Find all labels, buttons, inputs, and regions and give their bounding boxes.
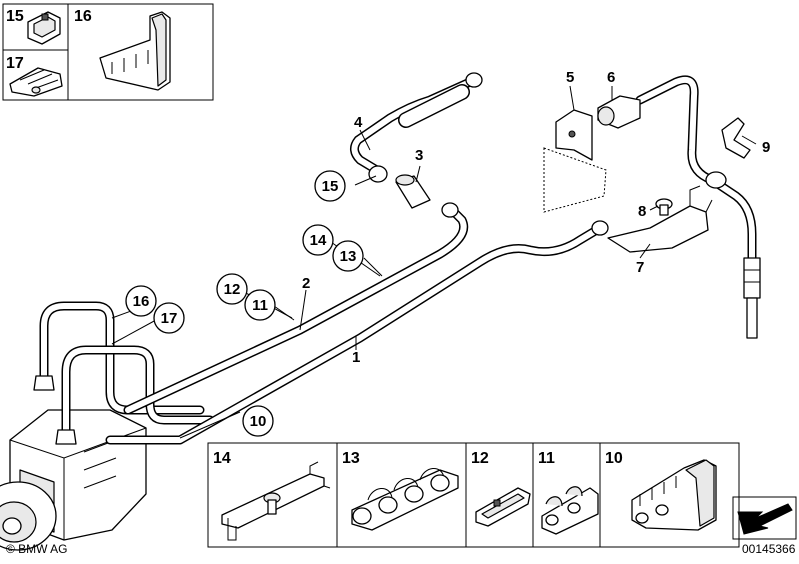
clip-11-icon bbox=[541, 486, 599, 535]
bracket-7-icon bbox=[607, 185, 713, 253]
callout-8: 8 bbox=[638, 203, 646, 220]
callout-11-circle: 11 bbox=[244, 289, 276, 321]
callout-13-circle: 13 bbox=[332, 240, 364, 272]
inset-label-16: 16 bbox=[74, 8, 92, 25]
diagram-number: 00145366 bbox=[742, 542, 796, 556]
callout-17-circle: 17 bbox=[153, 302, 185, 334]
inset-label-13: 13 bbox=[342, 450, 360, 467]
direction-arrow-icon bbox=[732, 496, 797, 540]
callout-15-circle: 15 bbox=[314, 170, 346, 202]
connector-3-icon bbox=[395, 174, 431, 209]
clip-16-icon bbox=[99, 11, 171, 91]
hose-end-icon bbox=[743, 257, 761, 339]
callout-7: 7 bbox=[636, 259, 644, 276]
callout-16: 16 bbox=[133, 293, 150, 310]
callout-4: 4 bbox=[354, 114, 363, 131]
callout-2: 2 bbox=[302, 275, 310, 292]
clip-9-icon bbox=[721, 117, 751, 159]
fittings bbox=[33, 72, 761, 445]
inset-label-15: 15 bbox=[6, 8, 24, 25]
inset-label-14: 14 bbox=[213, 450, 231, 467]
callout-10: 10 bbox=[250, 413, 267, 430]
hose-fitting-6-icon bbox=[597, 95, 641, 129]
callout-16-circle: 16 bbox=[125, 285, 157, 317]
inset-label-12: 12 bbox=[471, 450, 489, 467]
bracket-5-icon bbox=[543, 109, 607, 213]
clip-10-icon bbox=[631, 459, 717, 531]
inset-top-left: 15 16 17 bbox=[2, 3, 214, 101]
callout-3: 3 bbox=[415, 147, 423, 164]
brake-pipes bbox=[39, 75, 757, 445]
clip-17-icon bbox=[9, 67, 63, 97]
clip-15-icon bbox=[27, 11, 61, 45]
inset-label-17: 17 bbox=[6, 55, 24, 72]
callout-9: 9 bbox=[762, 139, 770, 156]
bolt-8-icon bbox=[655, 198, 673, 216]
clip-12-icon bbox=[475, 487, 531, 527]
callout-14: 14 bbox=[310, 232, 327, 249]
callout-6: 6 bbox=[607, 69, 615, 86]
callout-11: 11 bbox=[252, 297, 268, 314]
callout-12-circle: 12 bbox=[216, 273, 248, 305]
inset-label-10: 10 bbox=[605, 450, 623, 467]
callout-5: 5 bbox=[566, 69, 574, 86]
callout-17: 17 bbox=[161, 310, 178, 327]
inset-label-11: 11 bbox=[538, 450, 555, 467]
copyright: © BMW AG bbox=[6, 542, 68, 556]
callout-14-circle: 14 bbox=[302, 224, 334, 256]
callout-12: 12 bbox=[224, 281, 241, 298]
bracket-14-icon bbox=[221, 461, 331, 541]
callout-10-circle: 10 bbox=[242, 405, 274, 437]
inset-bottom: 14 13 12 11 10 bbox=[207, 442, 740, 548]
callout-13: 13 bbox=[340, 248, 357, 265]
callout-15: 15 bbox=[322, 178, 339, 195]
callout-1: 1 bbox=[352, 349, 360, 366]
clip-13-icon bbox=[351, 468, 459, 531]
callouts: 4 3 5 6 9 8 7 2 1 15 14 13 12 11 bbox=[125, 69, 770, 437]
